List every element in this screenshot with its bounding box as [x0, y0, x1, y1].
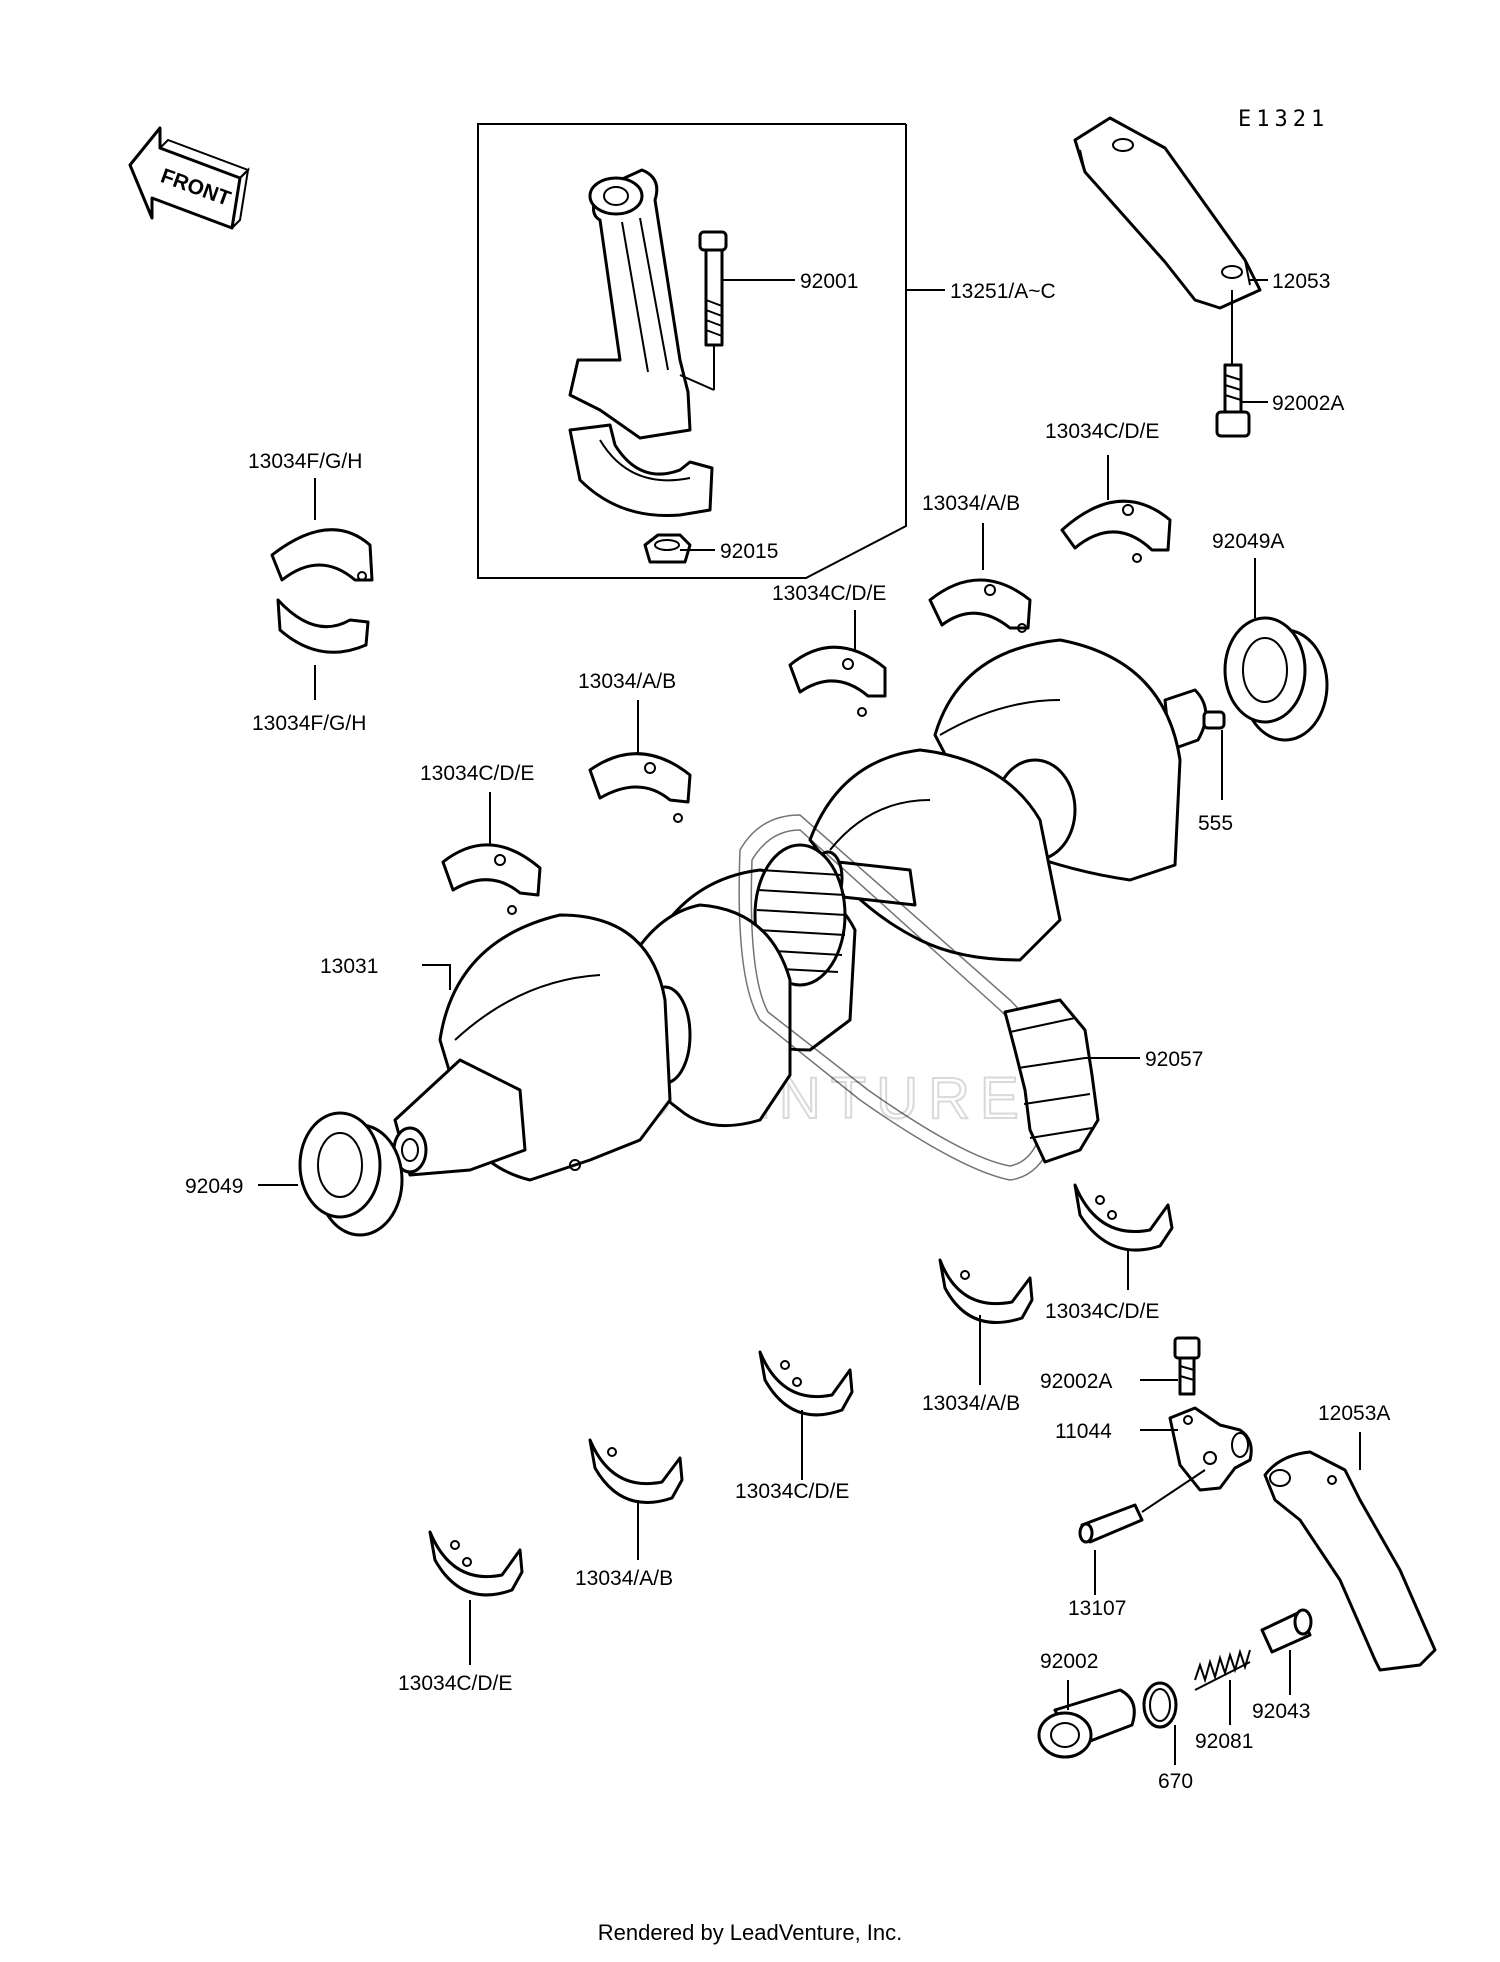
- pin-555: [1202, 710, 1226, 730]
- label-555: 555: [1198, 812, 1233, 835]
- bearing-13034FGH-upper: [270, 528, 374, 582]
- label-92001: 92001: [800, 270, 858, 293]
- label-13251: 13251/A~C: [950, 280, 1056, 303]
- label-670: 670: [1158, 1770, 1193, 1793]
- label-92002A-top: 92002A: [1272, 392, 1344, 415]
- rod-bolt: [679, 230, 728, 391]
- label-92002A-bottom: 92002A: [1040, 1370, 1112, 1393]
- spring-92081: [1194, 1648, 1251, 1691]
- label-13031: 13031: [320, 955, 378, 978]
- label-13107: 13107: [1068, 1597, 1126, 1620]
- label-92081: 92081: [1195, 1730, 1253, 1753]
- plunger-92043: [1260, 1608, 1313, 1654]
- footer-credit: Rendered by LeadVenture, Inc.: [597, 1920, 903, 1945]
- bearing-13034AB-upper-mid: [588, 752, 692, 823]
- label-11044: 11044: [1055, 1420, 1112, 1443]
- label-92015: 92015: [720, 540, 778, 563]
- con-rod-assembly-box: [477, 123, 907, 579]
- label-13034CDE-lower-mid: 13034C/D/E: [735, 1480, 849, 1503]
- bearing-13034CDE-upper-mid: [788, 645, 887, 717]
- label-13034AB-lower-mid: 13034/A/B: [575, 1567, 673, 1590]
- rod-nut: [643, 533, 692, 564]
- bearing-13034CDE-lower-mid: [758, 1350, 854, 1417]
- bearing-13034CDE-upper-right: [1060, 499, 1172, 563]
- label-92002: 92002: [1040, 1650, 1098, 1673]
- front-arrow-icon: FRONT: [128, 126, 250, 230]
- label-92057: 92057: [1145, 1048, 1203, 1071]
- label-13034AB-upper-mid: 13034/A/B: [578, 670, 676, 693]
- bolt-92002A-bottom: [1173, 1336, 1201, 1396]
- leader-lines: [258, 279, 1361, 1765]
- label-12053: 12053: [1272, 270, 1330, 293]
- bearing-13034CDE-lower-right: [1073, 1183, 1174, 1252]
- label-92043: 92043: [1252, 1700, 1310, 1723]
- label-13034FGH-top: 13034F/G/H: [248, 450, 362, 473]
- bracket-12053: [1073, 116, 1262, 310]
- o-ring-670: [1142, 1681, 1178, 1729]
- label-13034CDE-upper-right: 13034C/D/E: [1045, 420, 1159, 443]
- oil-seal-92049A: [1223, 616, 1329, 742]
- label-13034CDE-lower-right: 13034C/D/E: [1045, 1300, 1159, 1323]
- label-13034AB-lower-right: 13034/A/B: [922, 1392, 1020, 1415]
- diagram-code: E1321: [1238, 107, 1329, 132]
- bolt-92002A-top: [1215, 290, 1251, 438]
- bearing-13034AB-lower-mid: [588, 1438, 684, 1504]
- plug-bolt-92002: [1037, 1688, 1136, 1759]
- pin-13107: [1078, 1469, 1206, 1544]
- label-13034CDE-lower-left: 13034C/D/E: [398, 1672, 512, 1695]
- cam-chain: [738, 814, 1100, 1181]
- guide-12053A: [1263, 1450, 1437, 1672]
- label-13034CDE-upper-mid: 13034C/D/E: [772, 582, 886, 605]
- bearing-13034CDE-upper-left: [441, 843, 542, 915]
- bearing-13034AB-lower-right: [938, 1258, 1034, 1324]
- label-13034FGH-bottom: 13034F/G/H: [252, 712, 366, 735]
- label-12053A: 12053A: [1318, 1402, 1390, 1425]
- label-92049A: 92049A: [1212, 530, 1284, 553]
- connecting-rod-cap: [568, 423, 714, 518]
- connecting-rod: [568, 168, 692, 440]
- bearing-13034FGH-lower: [276, 598, 370, 654]
- bearing-13034CDE-lower-left: [428, 1530, 524, 1597]
- label-92049: 92049: [185, 1175, 243, 1198]
- oil-seal-92049: [298, 1111, 404, 1237]
- bearing-13034AB-upper-right: [928, 578, 1032, 633]
- crankshaft: [392, 638, 1208, 1182]
- label-13034CDE-upper-left: 13034C/D/E: [420, 762, 534, 785]
- label-13034AB-upper-right: 13034/A/B: [922, 492, 1020, 515]
- bracket-11044: [1168, 1406, 1253, 1492]
